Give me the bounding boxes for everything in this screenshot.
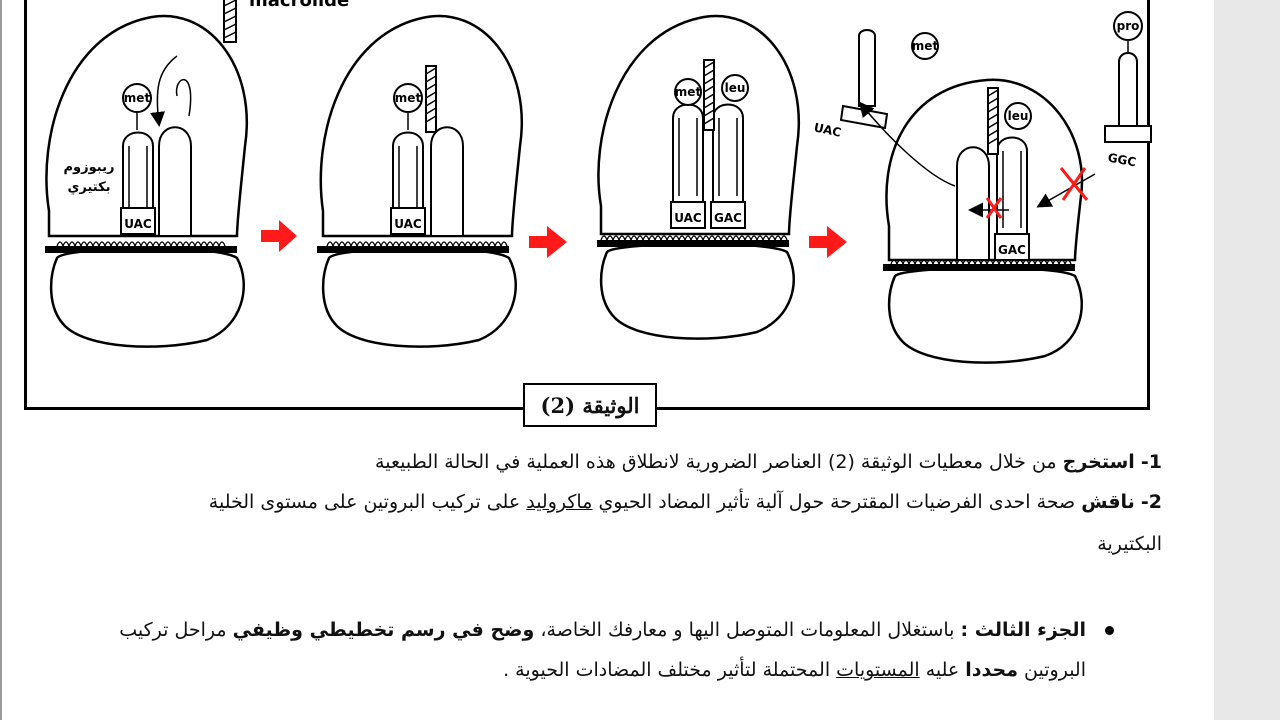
q2-number: 2-	[1140, 491, 1162, 513]
pro-label: pro	[1117, 19, 1140, 33]
step-arrow-3	[809, 226, 847, 258]
met-label-3: met	[675, 85, 702, 99]
stage-3-ribosome: met leu UAC GAC	[597, 14, 800, 340]
step-arrow-1	[261, 220, 297, 252]
ribosome-label-1: ريبوزوم	[64, 160, 115, 175]
part-3-line-2: البروتين محددا عليه المستويات المحتملة ل…	[503, 654, 1086, 686]
question-2-line-2: البكتيرية	[1097, 533, 1162, 555]
met-label-4: met	[912, 39, 939, 53]
part3-line2-b: عليه	[925, 659, 960, 681]
part-3-line-1: الجزء الثالث : باستغلال المعلومات المتوص…	[119, 614, 1086, 646]
uac-label: UAC	[124, 217, 152, 231]
part3-bullet	[1105, 626, 1114, 635]
gac-label-4: GAC	[998, 243, 1026, 257]
gac-label-3: GAC	[714, 211, 742, 225]
translation-diagram: .o { fill: #fff; stroke: #000; stroke-wi…	[45, 0, 1152, 364]
stage-1-ribosome: met UAC ريبوزوم بكتيري macrolide	[45, 0, 349, 348]
q2-verb: ناقش	[1081, 491, 1135, 513]
met-label-2: met	[395, 91, 422, 105]
part3-line2-underlined: المستويات	[836, 659, 920, 681]
part3-line2-c: المحتملة لتأثير مختلف المضادات الحيوية .	[503, 659, 831, 681]
part3-text-a: باستغلال المعلومات المتوصل اليها و معارف…	[540, 619, 955, 641]
uac-label-2: UAC	[394, 217, 422, 231]
question-1: 1- استخرج من خلال معطيات الوثيقة (2) الع…	[375, 446, 1162, 478]
leu-label-4: leu	[1008, 109, 1029, 123]
q1-verb: استخرج	[1062, 451, 1135, 473]
ggc-label: GGC	[1107, 151, 1138, 170]
document-caption: الوثيقة (2)	[523, 383, 657, 427]
part3-text-b: مراحل تركيب	[119, 619, 227, 641]
part3-heading: الجزء الثالث :	[960, 619, 1087, 641]
leu-label-3: leu	[725, 81, 746, 95]
page-left-edge	[0, 0, 2, 720]
part3-line2-bold: محددا	[965, 659, 1018, 681]
q2-text-a: صحة احدى الفرضيات المقترحة حول آلية تأثي…	[598, 491, 1076, 513]
block-cross-1	[985, 197, 1003, 219]
stage-4-ribosome: UAC met pro GGC leu GAC	[813, 11, 1152, 364]
document-2-figure: .o { fill: #fff; stroke: #000; stroke-wi…	[24, 0, 1152, 410]
met-label: met	[124, 91, 151, 105]
part3-line2-a: البروتين	[1024, 659, 1086, 681]
uac-label-4: UAC	[813, 120, 843, 139]
question-2: 2- ناقش صحة احدى الفرضيات المقترحة حول آ…	[209, 486, 1162, 518]
uac-label-3: UAC	[674, 211, 702, 225]
macrolide-label: macrolide	[249, 0, 349, 11]
right-side-panel	[1214, 0, 1280, 720]
q2-text-b: على تركيب البروتين على مستوى الخلية	[208, 491, 521, 513]
block-cross-2	[1059, 167, 1089, 201]
stage-2-ribosome: met UAC	[317, 14, 523, 348]
q1-number: 1-	[1140, 451, 1162, 473]
q2-macrolide: ماكروليد	[526, 491, 593, 513]
part3-bold-a: وضح في رسم تخطيطي وظيفي	[232, 619, 535, 641]
step-arrow-2	[529, 226, 567, 258]
ribosome-label-2: بكتيري	[67, 180, 110, 195]
q1-text: من خلال معطيات الوثيقة (2) العناصر الضرو…	[375, 451, 1057, 473]
